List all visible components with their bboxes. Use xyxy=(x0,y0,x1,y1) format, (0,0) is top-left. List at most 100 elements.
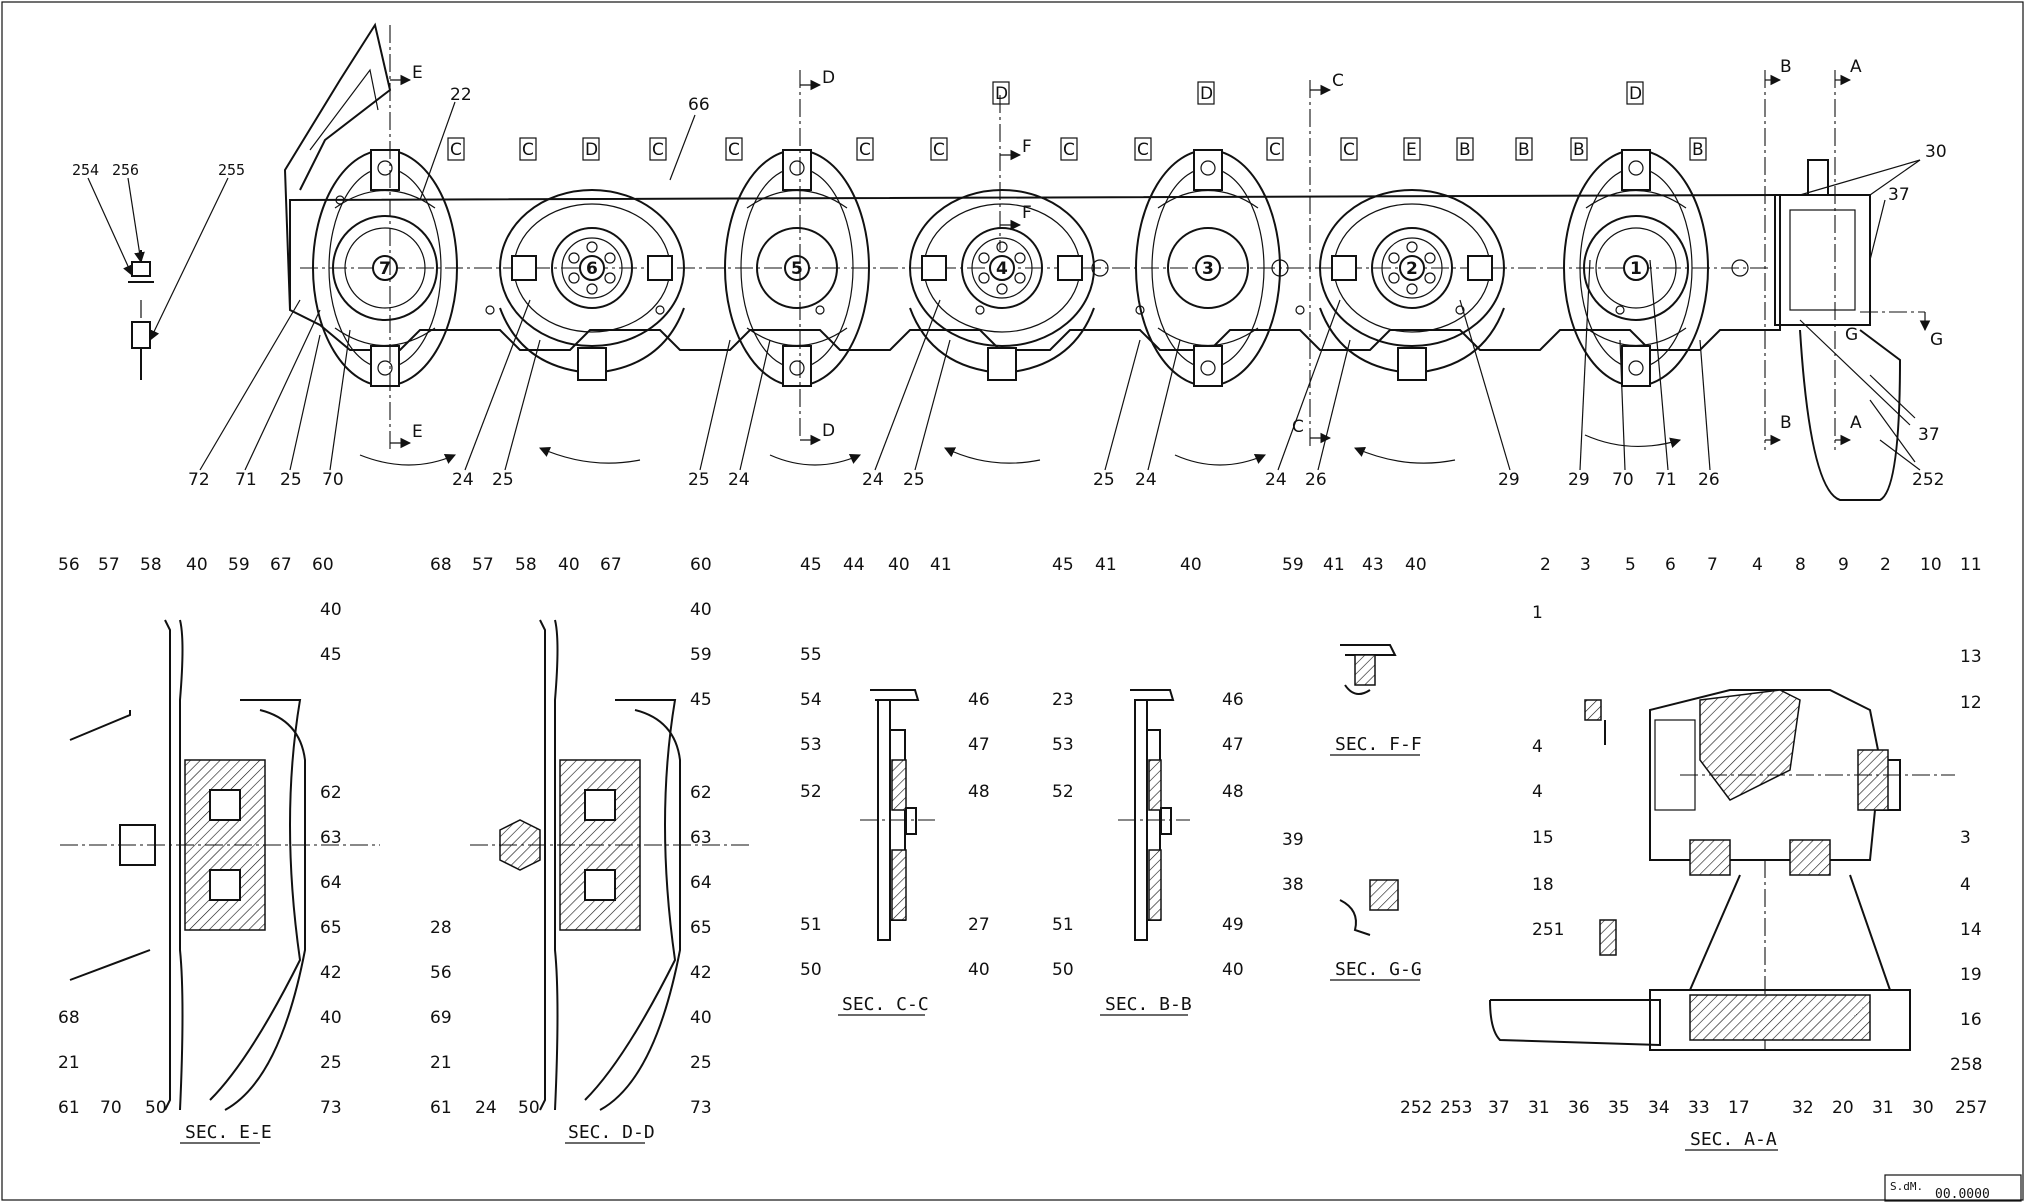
callout: 65 xyxy=(320,918,342,938)
callout: 47 xyxy=(1222,735,1244,755)
callout-256: 256 xyxy=(112,161,139,179)
callout: 73 xyxy=(690,1098,712,1118)
callout: 50 xyxy=(145,1098,167,1118)
tag-c: C xyxy=(728,140,740,160)
marker-e-bottom: E xyxy=(412,422,423,442)
callout: 11 xyxy=(1960,555,1982,575)
callout: 46 xyxy=(1222,690,1244,710)
callout: 44 xyxy=(843,555,865,575)
callout: 2 xyxy=(1540,555,1551,575)
callout: 16 xyxy=(1960,1010,1982,1030)
callout: 17 xyxy=(1728,1098,1750,1118)
callout: 40 xyxy=(690,600,712,620)
callout: 10 xyxy=(1920,555,1942,575)
tag-c: C xyxy=(859,140,871,160)
callout: 6 xyxy=(1665,555,1676,575)
callout-37: 37 xyxy=(1888,185,1910,205)
callout: 36 xyxy=(1568,1098,1590,1118)
callout: 51 xyxy=(800,915,822,935)
callout: 34 xyxy=(1648,1098,1670,1118)
callout: 24 xyxy=(728,470,750,490)
callout: 13 xyxy=(1960,647,1982,667)
callout: 46 xyxy=(968,690,990,710)
callout: 14 xyxy=(1960,920,1982,940)
callout: 40 xyxy=(558,555,580,575)
callout: 258 xyxy=(1950,1055,1982,1075)
callout: 58 xyxy=(515,555,537,575)
callout: 33 xyxy=(1688,1098,1710,1118)
callout: 67 xyxy=(270,555,292,575)
callout: 57 xyxy=(472,555,494,575)
section-e-e: SEC. E-E 56 57 58 40 59 67 60 40 45 62 6… xyxy=(58,555,380,1144)
callout: 59 xyxy=(690,645,712,665)
callout: 18 xyxy=(1532,875,1554,895)
marker-f-bottom: F xyxy=(1022,203,1032,223)
marker-g-right: G xyxy=(1930,330,1943,350)
callout: 41 xyxy=(1323,555,1345,575)
disc-number-6: 6 xyxy=(586,259,598,279)
callout-254: 254 xyxy=(72,161,99,179)
callout: 65 xyxy=(690,918,712,938)
callout: 58 xyxy=(140,555,162,575)
section-c-c: SEC. C-C 45 44 40 41 55 54 53 52 46 47 4… xyxy=(800,555,990,1016)
callout: 57 xyxy=(98,555,120,575)
callout: 9 xyxy=(1838,555,1849,575)
tag-c: C xyxy=(1269,140,1281,160)
callout: 21 xyxy=(58,1053,80,1073)
callout: 25 xyxy=(688,470,710,490)
callout: 43 xyxy=(1362,555,1384,575)
mower-plan-view: 7 6 5 4 3 2 1 xyxy=(72,22,1947,501)
section-title-bb: SEC. B-B xyxy=(1105,994,1192,1015)
disc-number-7: 7 xyxy=(379,259,391,279)
callout: 55 xyxy=(800,645,822,665)
section-title-dd: SEC. D-D xyxy=(568,1122,655,1143)
callout: 27 xyxy=(968,915,990,935)
callout-30: 30 xyxy=(1925,142,1947,162)
callout: 42 xyxy=(690,963,712,983)
callout: 4 xyxy=(1532,782,1543,802)
callout: 47 xyxy=(968,735,990,755)
callout: 30 xyxy=(1912,1098,1934,1118)
callout: 25 xyxy=(903,470,925,490)
callout: 62 xyxy=(690,783,712,803)
callout: 45 xyxy=(690,690,712,710)
section-a-a: SEC. A-A 2 3 5 6 7 4 8 9 2 10 11 13 12 1… xyxy=(1400,555,1987,1151)
callout: 42 xyxy=(320,963,342,983)
tag-d: D xyxy=(585,140,598,160)
callout: 51 xyxy=(1052,915,1074,935)
tag-c: C xyxy=(1137,140,1149,160)
callout: 68 xyxy=(58,1008,80,1028)
callout: 56 xyxy=(58,555,80,575)
callout: 72 xyxy=(188,470,210,490)
callout: 24 xyxy=(1265,470,1287,490)
callout: 21 xyxy=(430,1053,452,1073)
marker-e-top: E xyxy=(412,63,423,83)
callout: 50 xyxy=(518,1098,540,1118)
callout: 73 xyxy=(320,1098,342,1118)
disc-number-1: 1 xyxy=(1630,259,1642,279)
disc-number-5: 5 xyxy=(791,259,803,279)
section-title-ff: SEC. F-F xyxy=(1335,734,1422,755)
callout: 253 xyxy=(1440,1098,1472,1118)
tag-b: B xyxy=(1573,140,1585,160)
callout-22: 22 xyxy=(450,85,472,105)
callout: 7 xyxy=(1707,555,1718,575)
callout: 31 xyxy=(1528,1098,1550,1118)
callout: 252 xyxy=(1912,470,1944,490)
callout: 1 xyxy=(1532,603,1543,623)
callout: 60 xyxy=(690,555,712,575)
callout: 12 xyxy=(1960,693,1982,713)
tag-c: C xyxy=(1343,140,1355,160)
callout: 19 xyxy=(1960,965,1982,985)
callout: 8 xyxy=(1795,555,1806,575)
section-b-b: SEC. B-B 45 41 40 23 53 52 46 47 48 49 5… xyxy=(1052,555,1244,1016)
callout: 4 xyxy=(1752,555,1763,575)
callout: 61 xyxy=(430,1098,452,1118)
callout: 64 xyxy=(690,873,712,893)
callout: 25 xyxy=(280,470,302,490)
tag-b: B xyxy=(1518,140,1530,160)
tag-b: B xyxy=(1692,140,1704,160)
callout: 40 xyxy=(1405,555,1427,575)
section-title-cc: SEC. C-C xyxy=(842,994,929,1015)
